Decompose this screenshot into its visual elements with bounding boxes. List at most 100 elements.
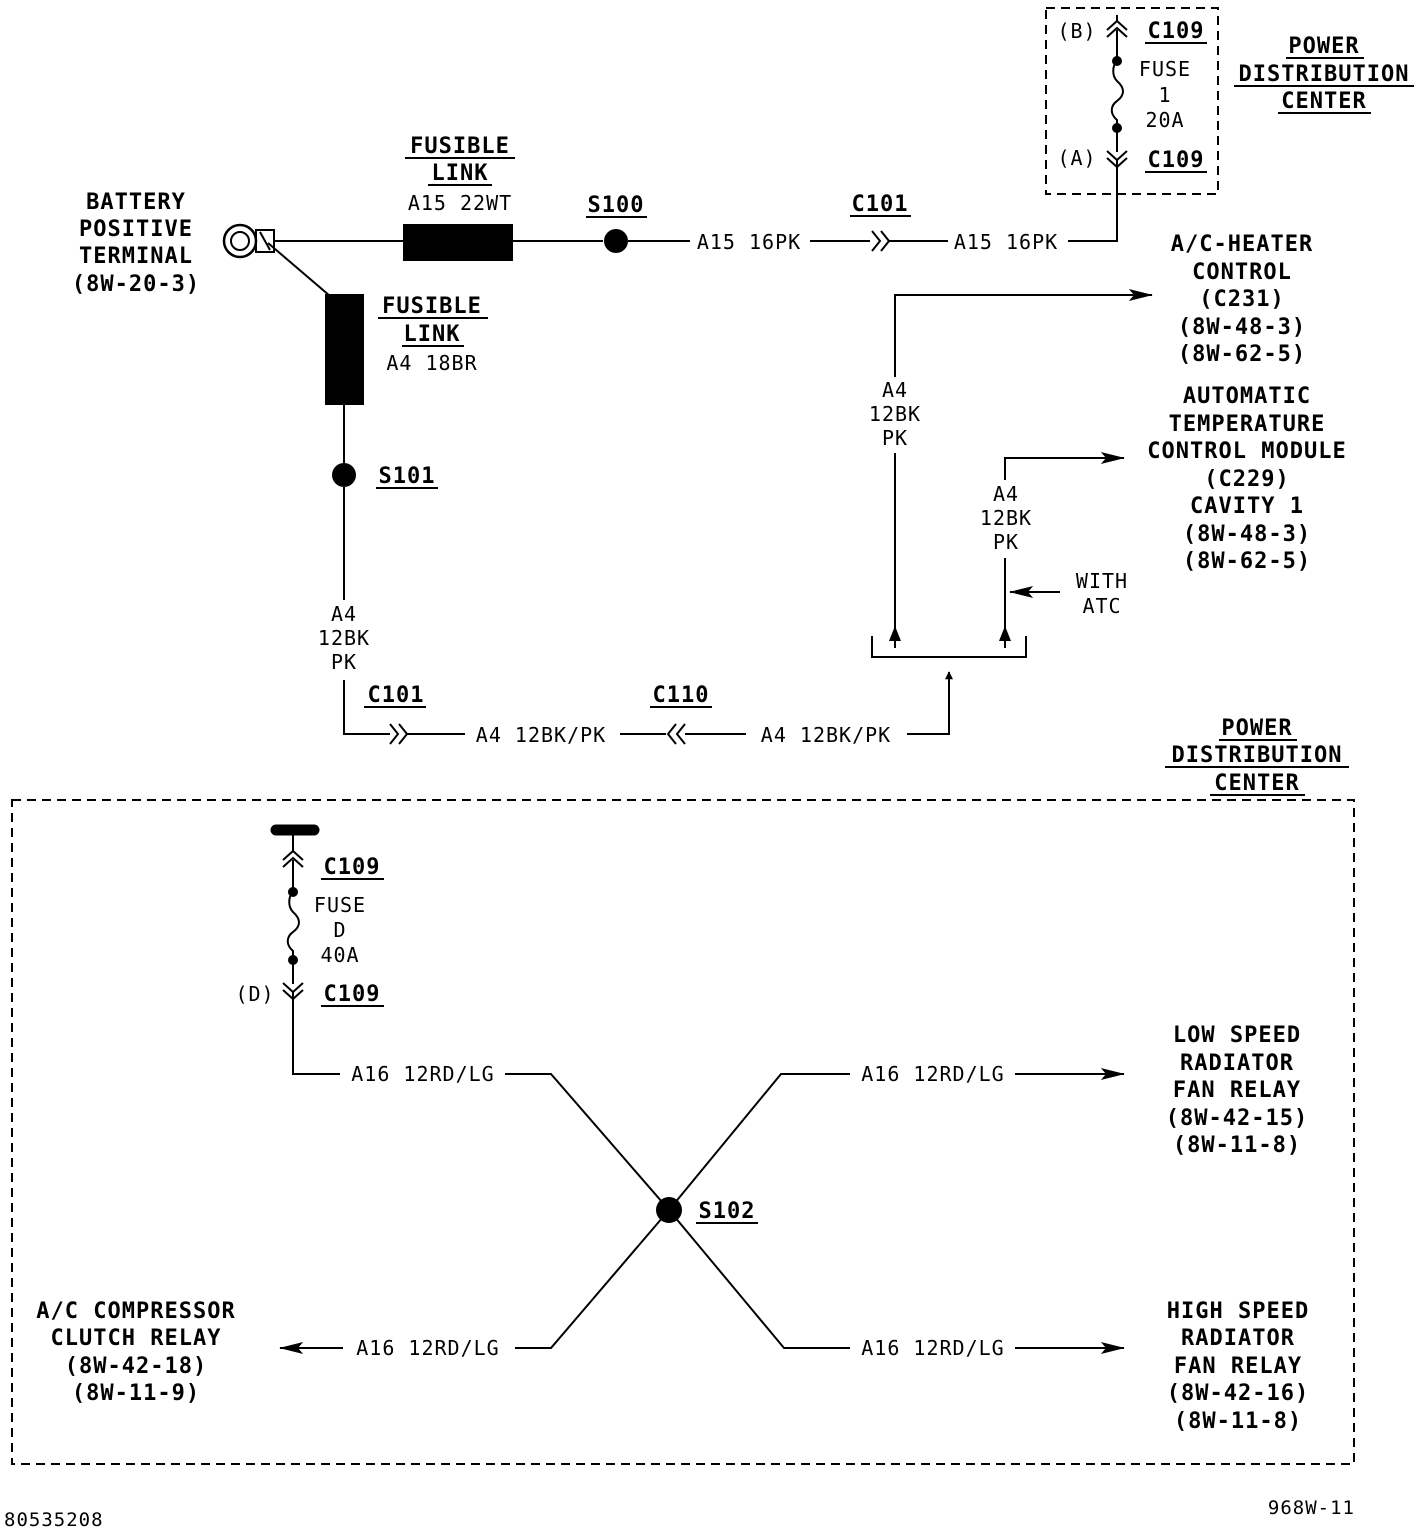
pdc-top-title-line3: CENTER: [1281, 89, 1366, 114]
pdc-top-fuse-line3: 20A: [1145, 108, 1184, 132]
fusible-link-a15-wire: A15 22WT: [408, 191, 512, 215]
atc-module-line2: TEMPERATURE: [1169, 412, 1326, 437]
atc-module-line4: (C229): [1204, 467, 1289, 492]
atc-module-line7: (8W-62-5): [1183, 549, 1311, 574]
pdc-top-fuse-line1: FUSE: [1139, 57, 1191, 81]
wire-a4-bottom-left-label: A4 12BK/PK: [476, 723, 606, 747]
wire-a16-top-right-label: A16 12RD/LG: [861, 1062, 1004, 1086]
atc-module-line5: CAVITY 1: [1190, 494, 1304, 519]
pdc-bottom-fuse-line3: 40A: [320, 943, 359, 967]
s101-down-wire-label: A4 12BK PK: [318, 602, 370, 674]
atc-module-line3: CONTROL MODULE: [1147, 439, 1346, 464]
high-speed-fan-relay-label: HIGH SPEED RADIATOR FAN RELAY (8W-42-16)…: [1167, 1299, 1309, 1434]
fusible-link-a4-wire: A4 18BR: [386, 351, 477, 375]
fusible-link-a4-line2: LINK: [404, 322, 461, 347]
wire-a15-left-label: A15 16PK: [697, 230, 801, 254]
battery-label-line3: TERMINAL: [79, 244, 193, 269]
low-speed-fan-relay-label: LOW SPEED RADIATOR FAN RELAY (8W-42-15) …: [1166, 1023, 1308, 1158]
wire-to-ac-heater-control: [894, 289, 1153, 648]
pdc-bottom-c109-top: C109: [324, 855, 381, 880]
pdc-bottom-title-line3: CENTER: [1214, 771, 1299, 796]
atc-branch-wire-line2: 12BK: [980, 506, 1032, 530]
pdc-bottom-fuse-line1: FUSE: [314, 893, 366, 917]
footer-left-code: 80535208: [4, 1509, 104, 1531]
connector-c101-bottom: [389, 723, 409, 745]
pdc-top-fuse: [1106, 15, 1128, 172]
low-speed-line2: RADIATOR: [1180, 1051, 1294, 1076]
fusible-link-a4: [325, 294, 364, 405]
atc-module-line6: (8W-48-3): [1183, 522, 1311, 547]
ac-compressor-relay-label: A/C COMPRESSOR CLUTCH RELAY (8W-42-18) (…: [36, 1299, 235, 1406]
wire-a16-top-left-label: A16 12RD/LG: [351, 1062, 494, 1086]
heater-branch-wire-line3: PK: [882, 426, 908, 450]
splice-s102-label: S102: [699, 1199, 756, 1224]
s101-down-wire-line2: 12BK: [318, 626, 370, 650]
wire-a15-right-label: A15 16PK: [954, 230, 1058, 254]
pdc-bottom-cavity-d: (D): [235, 982, 274, 1006]
wire-to-atc-module: [1004, 452, 1125, 648]
ac-compressor-line4: (8W-11-9): [72, 1381, 200, 1406]
low-speed-line3: FAN RELAY: [1173, 1078, 1301, 1103]
battery-terminal: [222, 223, 275, 259]
atc-branch-wire-line3: PK: [993, 530, 1019, 554]
ac-heater-control-label: A/C-HEATER CONTROL (C231) (8W-48-3) (8W-…: [1171, 232, 1312, 367]
pdc-bottom-title-line1: POWER: [1221, 716, 1292, 741]
atc-module-label: AUTOMATIC TEMPERATURE CONTROL MODULE (C2…: [1147, 384, 1346, 574]
connector-c110: [666, 723, 686, 745]
connector-c101-top: [871, 230, 891, 252]
ac-compressor-line1: A/C COMPRESSOR: [36, 1299, 235, 1324]
pdc-bottom-fuse: [270, 824, 320, 1001]
pdc-top-fuse-line2: 1: [1158, 83, 1171, 107]
ac-heater-line2: CONTROL: [1192, 260, 1292, 285]
pdc-bottom-title: POWER DISTRIBUTION CENTER: [1165, 716, 1349, 796]
with-atc-line1: WITH: [1076, 569, 1128, 593]
high-speed-line2: RADIATOR: [1181, 1326, 1295, 1351]
fusible-link-a4-label: FUSIBLE LINK A4 18BR: [378, 294, 488, 375]
splice-s100-label: S100: [588, 193, 645, 218]
pdc-bottom-title-line2: DISTRIBUTION: [1172, 743, 1343, 768]
wire-a4-bottom-right-label: A4 12BK/PK: [761, 723, 891, 747]
high-speed-line1: HIGH SPEED: [1167, 1299, 1309, 1324]
wire-a4-to-branch-bracket: [907, 671, 953, 735]
fusible-link-a15-label: FUSIBLE LINK A15 22WT: [405, 134, 515, 215]
wire-battery-to-fusible-link-a4: [267, 242, 331, 297]
s101-down-wire-line3: PK: [331, 650, 357, 674]
splice-s101: [332, 463, 356, 487]
atc-branch-wire-line1: A4: [993, 482, 1019, 506]
ac-heater-line5: (8W-62-5): [1178, 342, 1306, 367]
high-speed-line3: FAN RELAY: [1174, 1354, 1302, 1379]
ac-compressor-line2: CLUTCH RELAY: [51, 1326, 222, 1351]
wire-a16-bottom-right-label: A16 12RD/LG: [861, 1336, 1004, 1360]
high-speed-line4: (8W-42-16): [1167, 1381, 1309, 1406]
s101-down-wire-line1: A4: [331, 602, 357, 626]
fusible-link-a15-line2: LINK: [432, 161, 489, 186]
fusible-link-a4-line1: FUSIBLE: [382, 294, 482, 319]
footer-right-code: 968W-11: [1268, 1497, 1355, 1519]
with-atc-line2: ATC: [1082, 594, 1121, 618]
battery-label-line2: POSITIVE: [79, 217, 193, 242]
branch-bracket: [871, 636, 1027, 658]
pdc-top-cavity-a: (A): [1057, 146, 1096, 170]
battery-ref: (8W-20-3): [72, 272, 200, 297]
connector-c101-bottom-label: C101: [368, 683, 425, 708]
pdc-top-c109-top: C109: [1148, 19, 1205, 44]
pdc-top-box: [1045, 7, 1219, 195]
wire-a15-to-pdc: [1068, 170, 1118, 242]
high-speed-line5: (8W-11-8): [1174, 1409, 1302, 1434]
low-speed-line4: (8W-42-15): [1166, 1106, 1308, 1131]
pdc-top-title-line1: POWER: [1288, 34, 1359, 59]
pdc-top-title-line2: DISTRIBUTION: [1239, 62, 1410, 87]
heater-branch-wire-line1: A4: [882, 378, 908, 402]
pdc-top-cavity-b: (B): [1057, 19, 1096, 43]
pdc-top-title: POWER DISTRIBUTION CENTER: [1234, 34, 1414, 114]
pdc-bottom-c109-bottom: C109: [324, 982, 381, 1007]
heater-branch-wire-line2: 12BK: [869, 402, 921, 426]
low-speed-line5: (8W-11-8): [1173, 1133, 1301, 1158]
atc-module-line1: AUTOMATIC: [1183, 384, 1311, 409]
pdc-top-c109-bottom: C109: [1148, 148, 1205, 173]
fusible-link-a15: [403, 224, 513, 261]
wire-fuse-d-out: [292, 992, 340, 1075]
pdc-bottom-box: [11, 799, 1355, 1465]
splice-s101-label: S101: [379, 464, 436, 489]
ac-compressor-line3: (8W-42-18): [65, 1354, 207, 1379]
